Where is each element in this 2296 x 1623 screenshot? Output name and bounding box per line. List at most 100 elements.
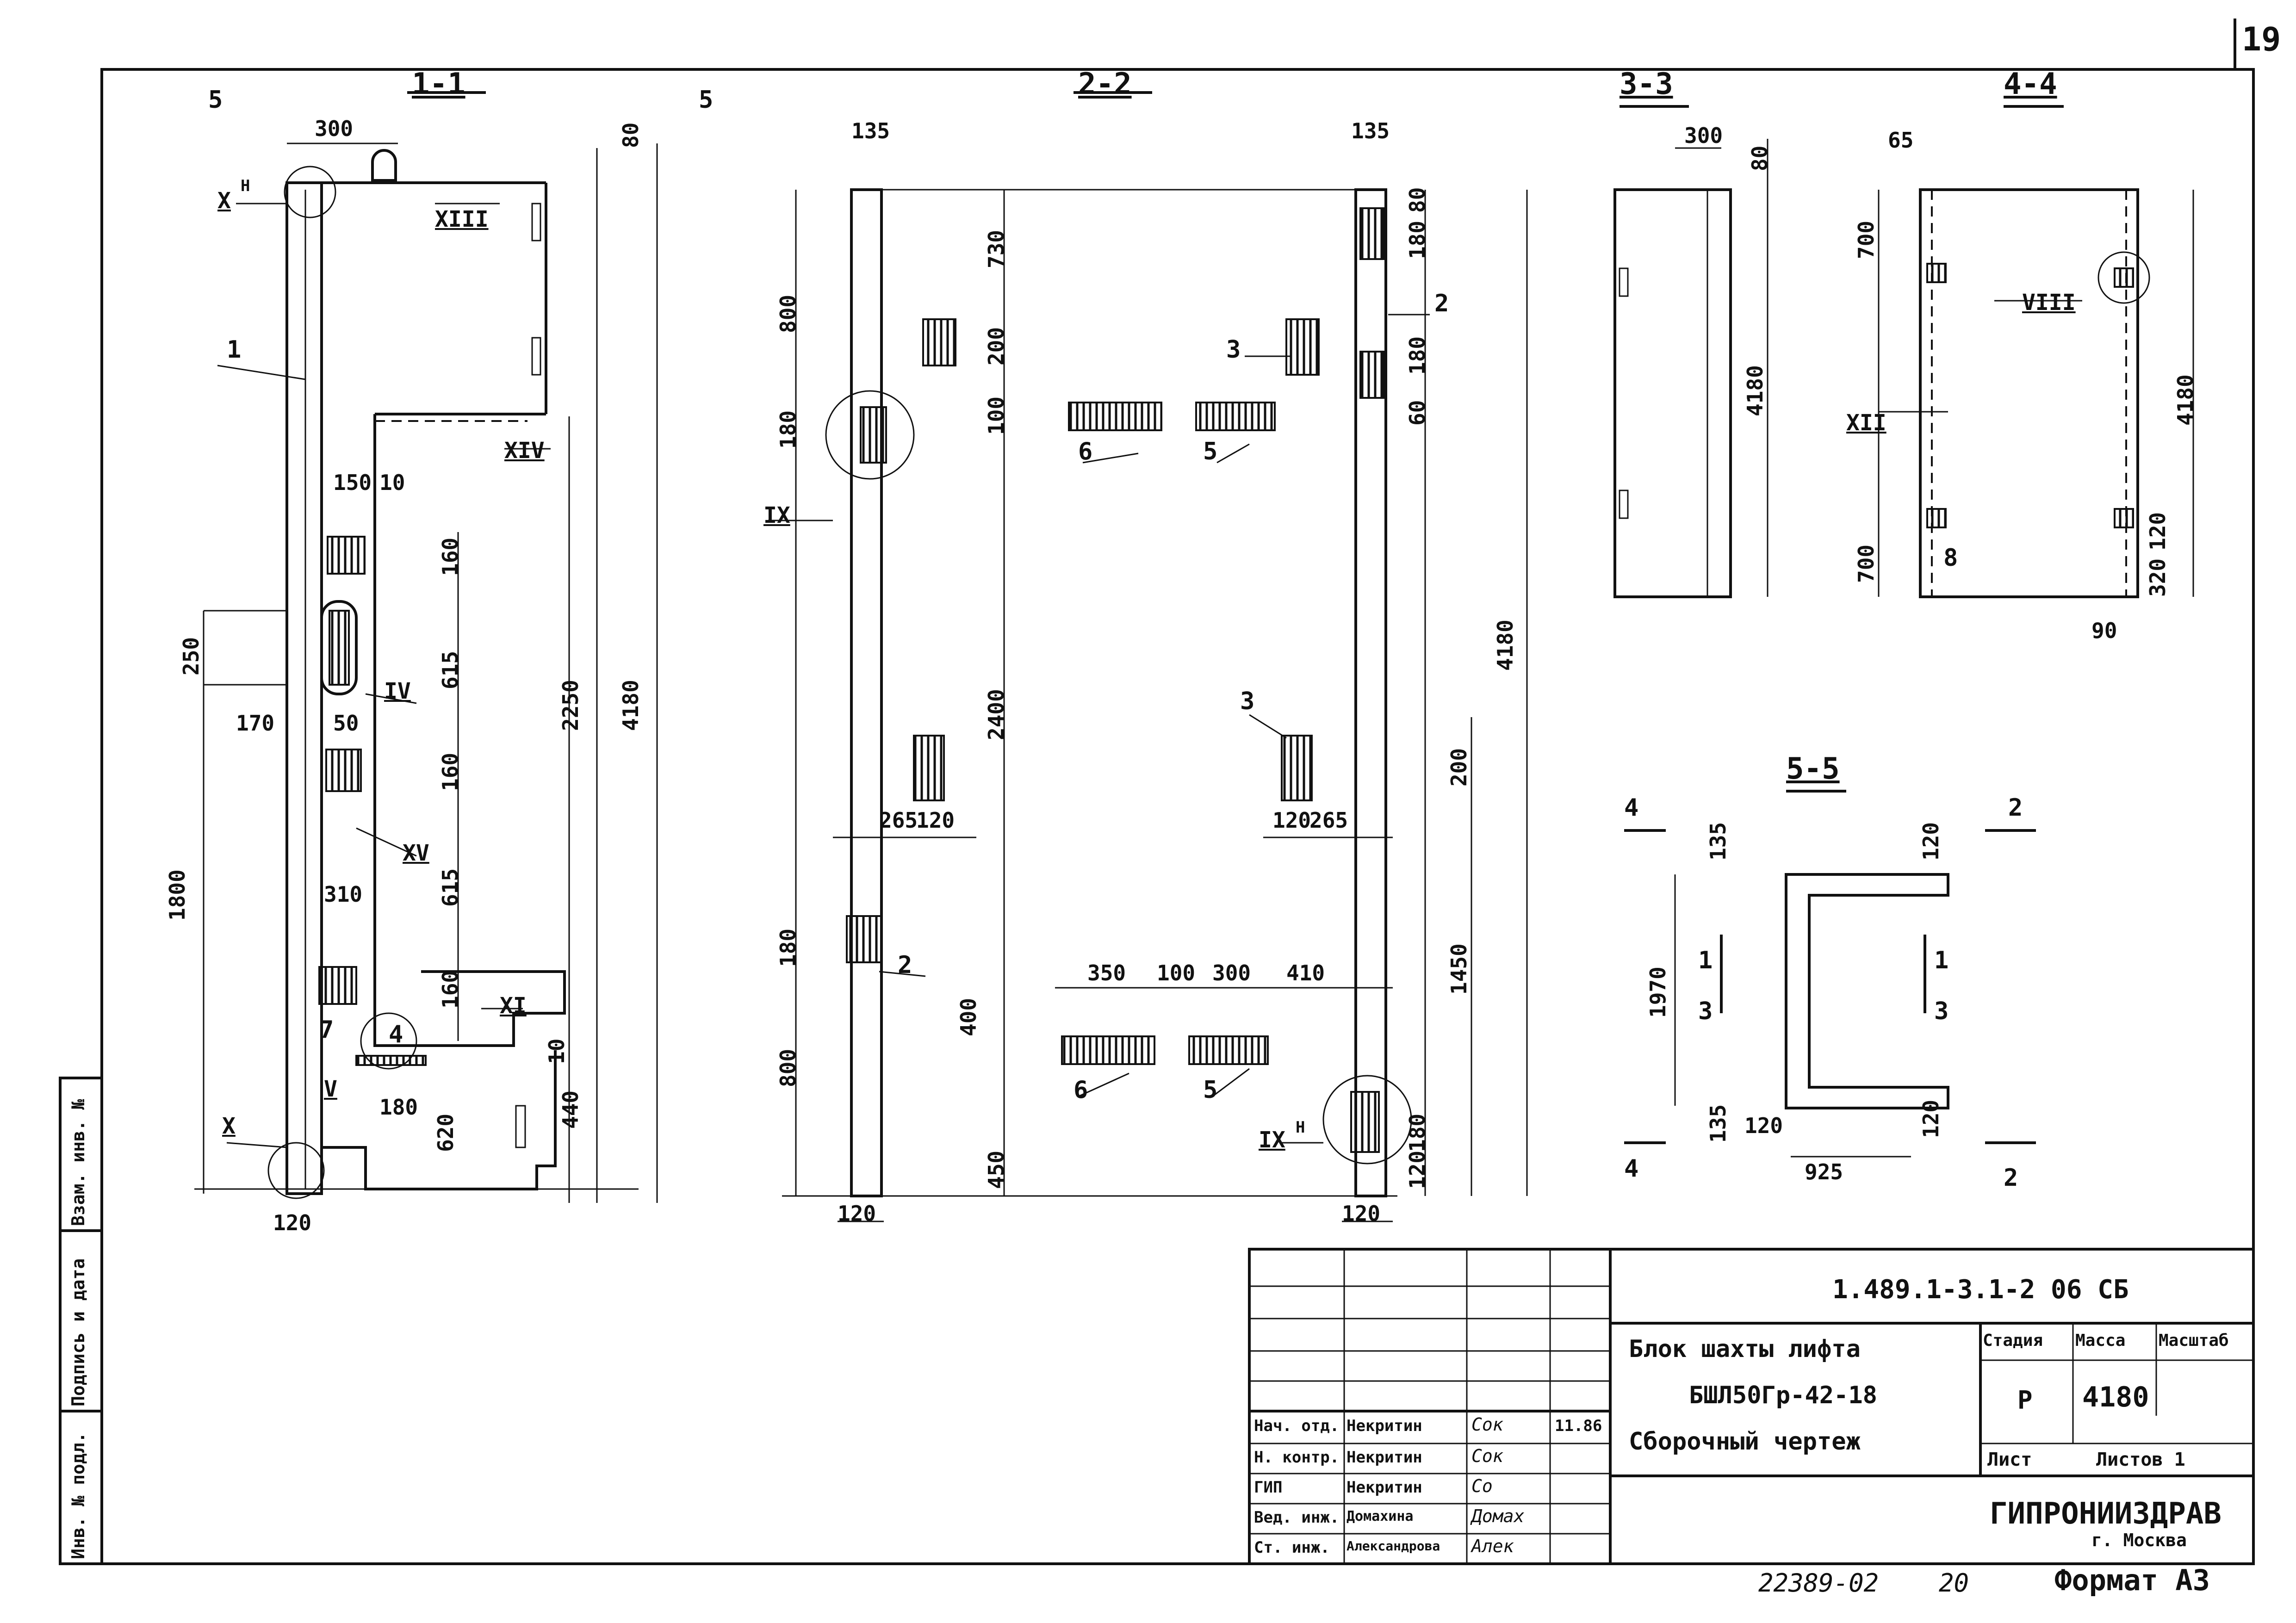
v2-dim: 120 bbox=[1272, 808, 1311, 833]
v2-dim: 2400 bbox=[984, 689, 1009, 740]
v1-dim: 440 bbox=[558, 1090, 583, 1129]
v1-dim: 250 bbox=[179, 637, 204, 675]
v1-dim: 620 bbox=[433, 1113, 458, 1152]
v1-dim: 300 bbox=[315, 116, 354, 141]
v2-dim: 60 bbox=[1405, 400, 1430, 426]
v2-dim: 450 bbox=[984, 1150, 1009, 1189]
stamp-replaces: Взам. инв. № bbox=[68, 1099, 88, 1226]
v2-dim: 400 bbox=[956, 997, 981, 1036]
v1-dim: 170 bbox=[236, 711, 275, 736]
v2-callout: 6 bbox=[1078, 438, 1093, 465]
v4-dim: 320 bbox=[2145, 558, 2170, 597]
v4-dim: 65 bbox=[1888, 128, 1914, 153]
v5-dim: 925 bbox=[1805, 1159, 1843, 1184]
v4-callout: XII bbox=[1846, 410, 1886, 436]
v2-dim: 100 bbox=[984, 396, 1009, 435]
side-stamp bbox=[59, 1077, 103, 1565]
scale-header: Масштаб bbox=[2159, 1331, 2229, 1350]
section-mark-4-bottom: 4 bbox=[1624, 1155, 1639, 1183]
v2-dim: 180 bbox=[1405, 336, 1430, 375]
archive-number: 22389-02 bbox=[1758, 1568, 1879, 1598]
signer-role: Вед. инж. bbox=[1254, 1508, 1340, 1527]
section-title-5-5: 5-5 bbox=[1786, 752, 1840, 786]
v1-dim: 1800 bbox=[165, 869, 190, 921]
v1-callout: Х bbox=[217, 188, 231, 214]
v5-dim: 135 bbox=[1706, 822, 1731, 861]
signer-role: Нач. отд. bbox=[1254, 1417, 1340, 1435]
v2-dim: 120 bbox=[1342, 1201, 1381, 1226]
v2-dim: 4180 bbox=[1493, 619, 1518, 671]
drawing-name-1: Блок шахты лифта bbox=[1629, 1335, 1861, 1363]
v2-dim: 800 bbox=[776, 294, 800, 333]
sheet-header: Лист bbox=[1987, 1449, 2032, 1470]
drawing-frame bbox=[100, 68, 2255, 1565]
v2-dim: 180 bbox=[776, 928, 800, 967]
v1-dim: 180 bbox=[379, 1095, 418, 1120]
stage-header: Стадия bbox=[1983, 1331, 2043, 1350]
v3-dim: 80 bbox=[1747, 145, 1772, 171]
v2-dim: 410 bbox=[1286, 960, 1325, 985]
v3-dim: 300 bbox=[1684, 123, 1723, 148]
v2-callout: 3 bbox=[1240, 688, 1255, 715]
v1-dim: 10 bbox=[379, 470, 405, 495]
v4-dim: 700 bbox=[1854, 544, 1879, 583]
v1-dim: 120 bbox=[273, 1210, 312, 1235]
v2-callout: 3 bbox=[1226, 336, 1241, 364]
signer-name: Некритин bbox=[1347, 1478, 1422, 1497]
signer-name: Некритин bbox=[1347, 1417, 1422, 1435]
v1-callout: XIV bbox=[504, 438, 545, 464]
signer-role: Ст. инж. bbox=[1254, 1538, 1330, 1557]
v1-dim: 2250 bbox=[558, 680, 583, 731]
stamp-signature-date: Подпись и дата bbox=[68, 1258, 88, 1406]
section-title-2-2: 2-2 bbox=[1078, 67, 1132, 101]
v5-dim: 120 bbox=[1918, 822, 1943, 861]
v2-dim: 300 bbox=[1212, 960, 1251, 985]
v2-dim: 120 bbox=[916, 808, 955, 833]
v2-dim: 180 bbox=[776, 410, 800, 449]
section-title-4-4: 4-4 bbox=[2004, 67, 2057, 101]
section-mark-5-right: 5 bbox=[699, 86, 714, 114]
v2-h-mark: Н bbox=[1296, 1118, 1305, 1137]
v2-dim: 265 bbox=[1309, 808, 1348, 833]
v2-callout: 5 bbox=[1203, 1076, 1218, 1104]
view-1-1 bbox=[194, 91, 658, 1203]
section-mark-5-left: 5 bbox=[208, 86, 223, 114]
drawing-name-2: БШЛ50Гр-42-18 bbox=[1689, 1381, 1877, 1409]
stamp-inv-no: Инв. № подл. bbox=[68, 1432, 88, 1559]
v2-callout: IX bbox=[1259, 1127, 1285, 1153]
section-mark-3-right: 3 bbox=[1934, 997, 1949, 1025]
sheets-header: Листов 1 bbox=[2096, 1449, 2185, 1470]
v4-dim: 4180 bbox=[2173, 374, 2198, 426]
v1-dim: 615 bbox=[438, 650, 463, 689]
footer-page: 20 bbox=[1939, 1568, 1969, 1598]
section-mark-1-left: 1 bbox=[1698, 947, 1713, 974]
organization-city: г. Москва bbox=[2091, 1530, 2187, 1550]
stage-value: Р bbox=[2017, 1386, 2033, 1415]
view-3-3 bbox=[1613, 105, 1769, 598]
v2-callout: IX bbox=[763, 502, 790, 528]
v2-callout: 2 bbox=[898, 951, 912, 979]
v4-dim: 120 bbox=[2145, 512, 2170, 551]
v1-callout: 1 bbox=[227, 336, 242, 364]
drawing-name-3: Сборочный чертеж bbox=[1629, 1428, 1861, 1456]
title-block bbox=[1248, 1248, 2255, 1565]
v1-callout: XIII bbox=[435, 206, 489, 232]
v1-callout: 7 bbox=[319, 1016, 334, 1044]
v1-dim: 150 bbox=[333, 470, 372, 495]
v2-dim: 80 bbox=[1405, 187, 1430, 213]
v4-callout: 8 bbox=[1943, 544, 1958, 572]
v1-dim: 4180 bbox=[618, 680, 643, 731]
v2-dim: 180 bbox=[1405, 220, 1430, 259]
v1-callout: XI bbox=[500, 993, 527, 1019]
section-mark-2-top: 2 bbox=[2008, 794, 2023, 822]
v1-callout: 4 bbox=[389, 1021, 403, 1048]
v2-dim: 350 bbox=[1087, 960, 1126, 985]
v4-dim: 700 bbox=[1854, 220, 1879, 259]
v1-dim: 80 bbox=[618, 122, 643, 148]
section-mark-4-top: 4 bbox=[1624, 794, 1639, 822]
signer-date: 11.86 bbox=[1555, 1417, 1602, 1435]
drawing-code: 1.489.1-3.1-2 06 СБ bbox=[1832, 1275, 2129, 1305]
section-mark-3-left: 3 bbox=[1698, 997, 1713, 1025]
v2-dim: 120 bbox=[1405, 1150, 1430, 1189]
